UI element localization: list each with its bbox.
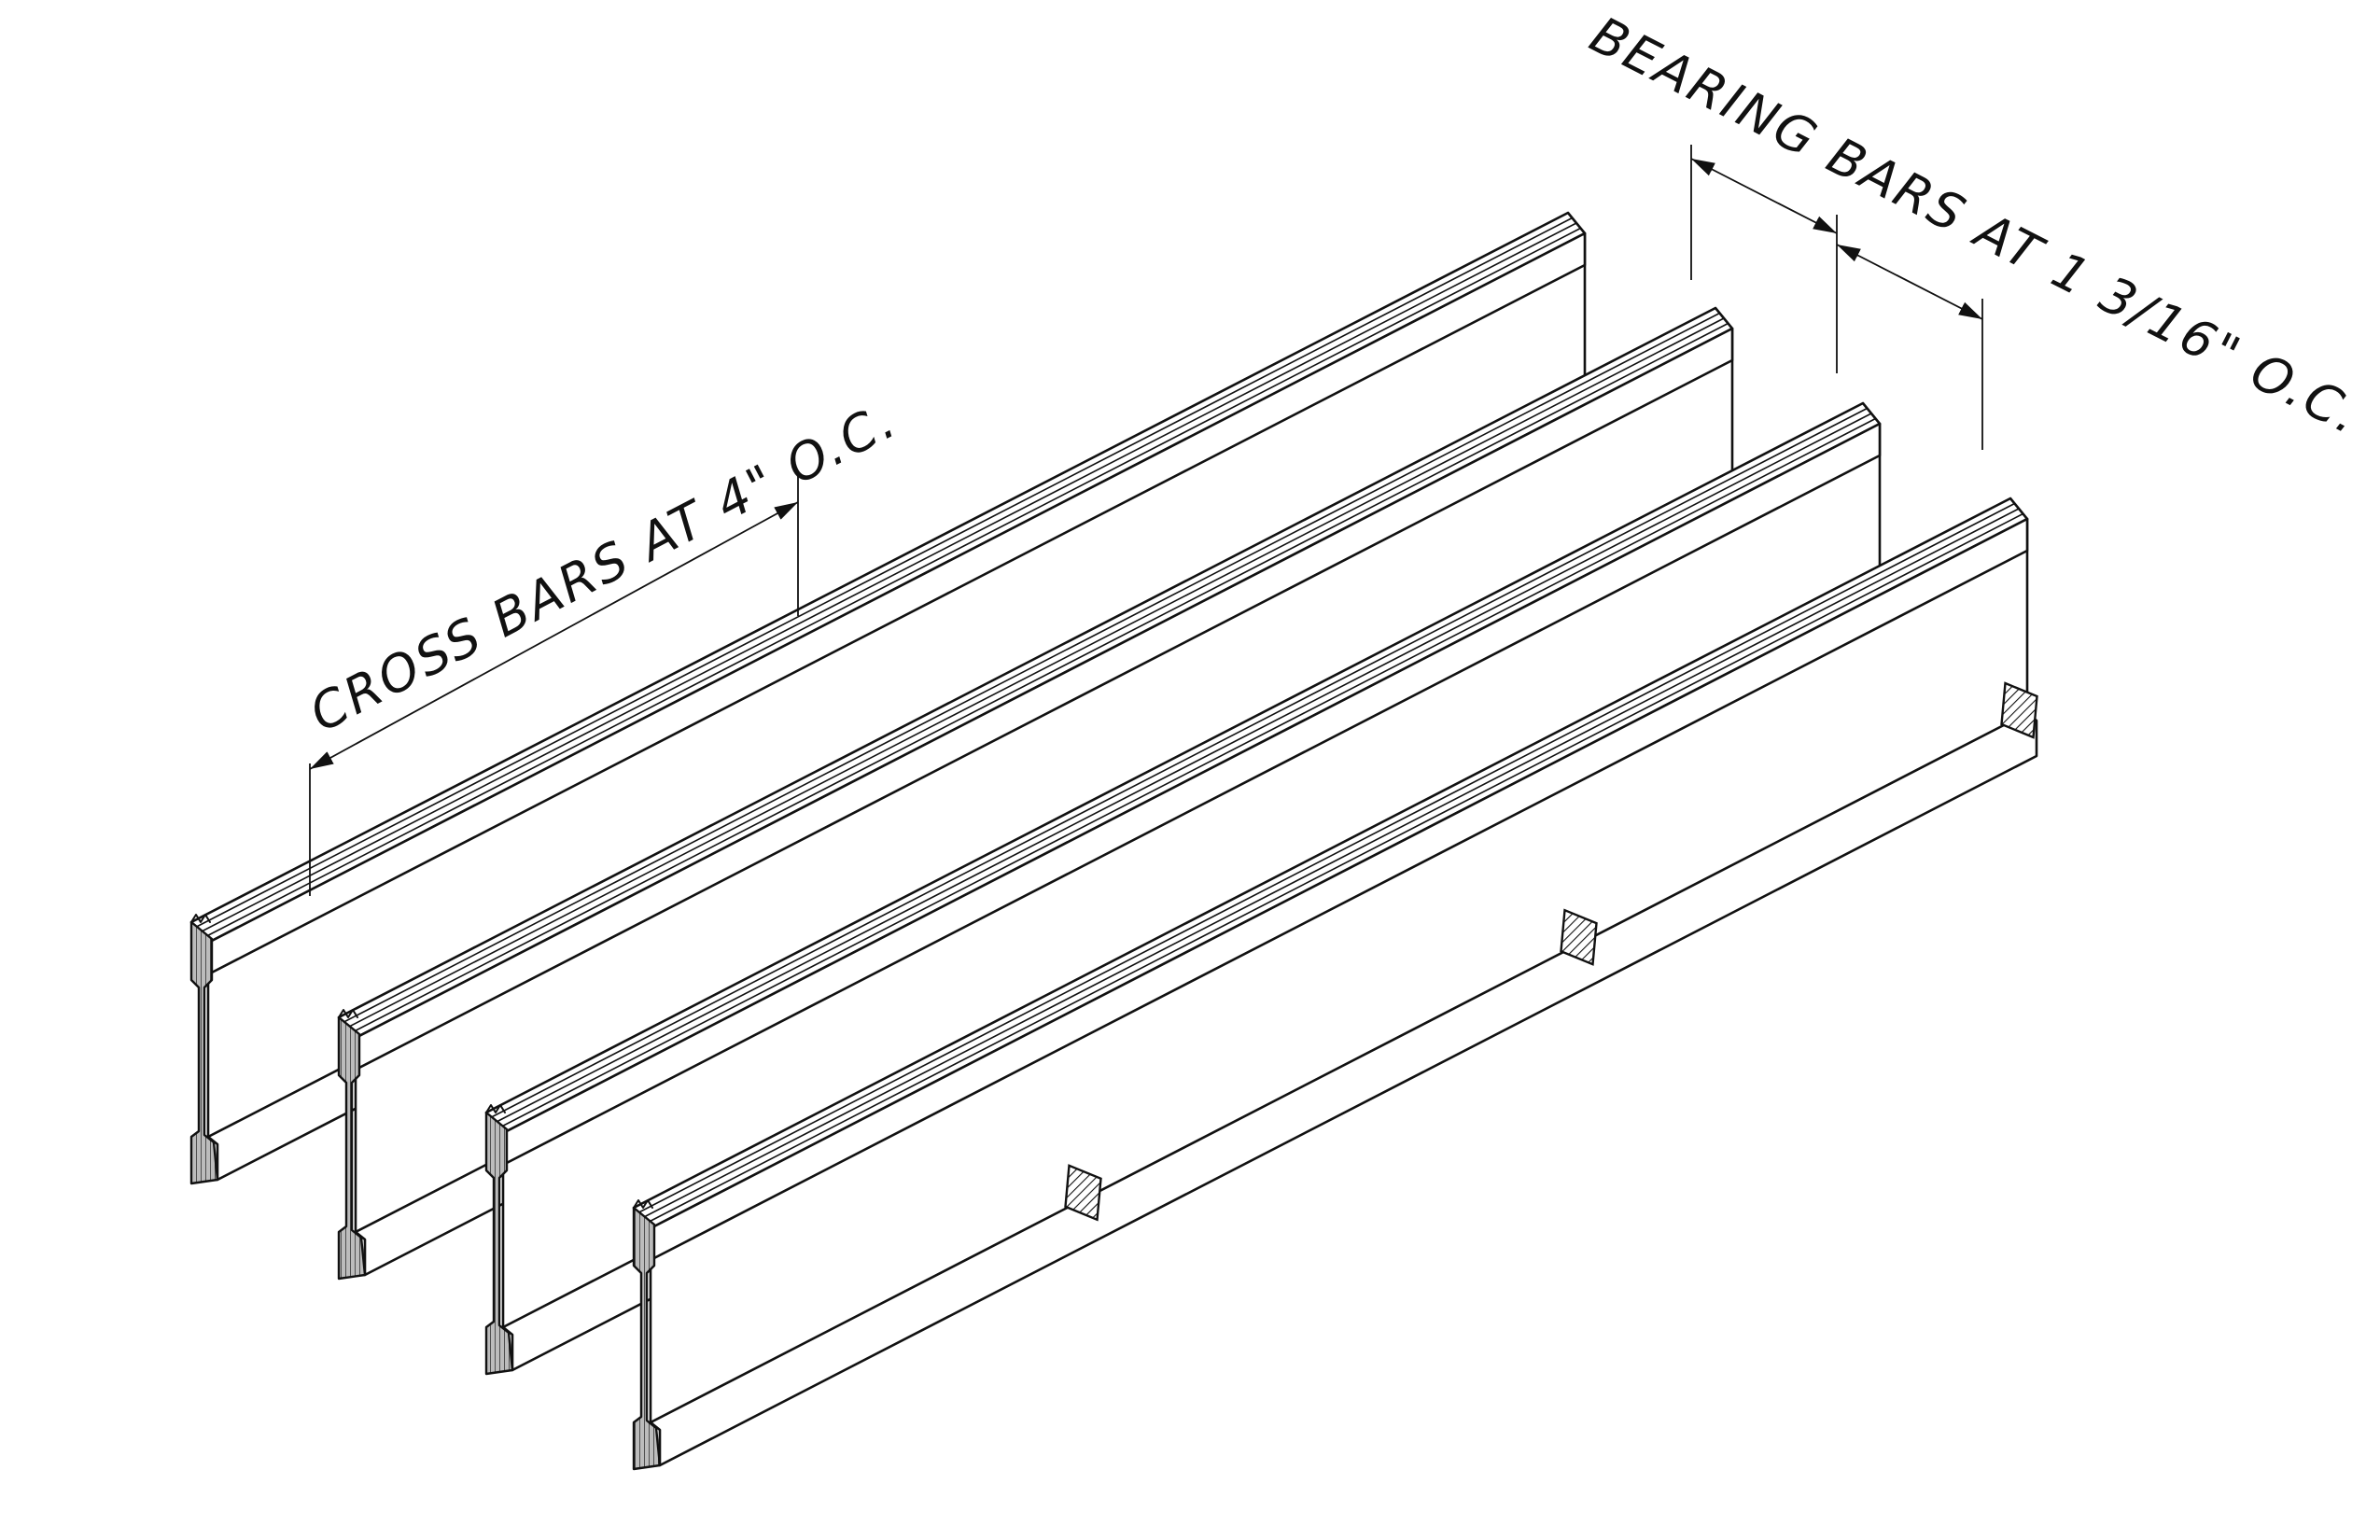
- serration-line: [641, 508, 2020, 1219]
- serration-line: [346, 317, 1725, 1029]
- bearing-bars: [189, 211, 2038, 1471]
- serration-line: [343, 312, 1720, 1024]
- bar-end-section: [484, 1111, 514, 1376]
- bar-end-section: [632, 1206, 662, 1471]
- serration-line: [494, 413, 1872, 1124]
- weld-mark-2: [1560, 908, 1598, 966]
- bar-end-section: [189, 920, 219, 1185]
- dimension-lines: [309, 145, 1983, 896]
- bar-end-serration: [633, 1199, 653, 1209]
- weld-mark-1: [2000, 681, 2038, 739]
- bar-end-serration: [338, 1009, 358, 1018]
- serration-line: [195, 217, 1573, 929]
- serration-line: [646, 512, 2023, 1225]
- bearing-bars-dimension-line-2: [1836, 244, 1983, 320]
- serration-line: [490, 407, 1868, 1119]
- serration-line: [498, 417, 1876, 1129]
- bar-end-section: [337, 1015, 367, 1281]
- cross-bars-dimension-line: [309, 501, 799, 770]
- serration-line: [637, 502, 2015, 1214]
- weld-mark-3: [1064, 1164, 1102, 1222]
- bearing-bars-dimension-line-1: [1690, 158, 1838, 234]
- serration-line: [351, 322, 1729, 1034]
- serration-line: [199, 222, 1577, 933]
- bar-end-serration: [485, 1104, 506, 1113]
- serration-line: [203, 227, 1581, 939]
- bar-end-serration: [190, 914, 211, 923]
- bearing-bar-4: [632, 497, 2038, 1471]
